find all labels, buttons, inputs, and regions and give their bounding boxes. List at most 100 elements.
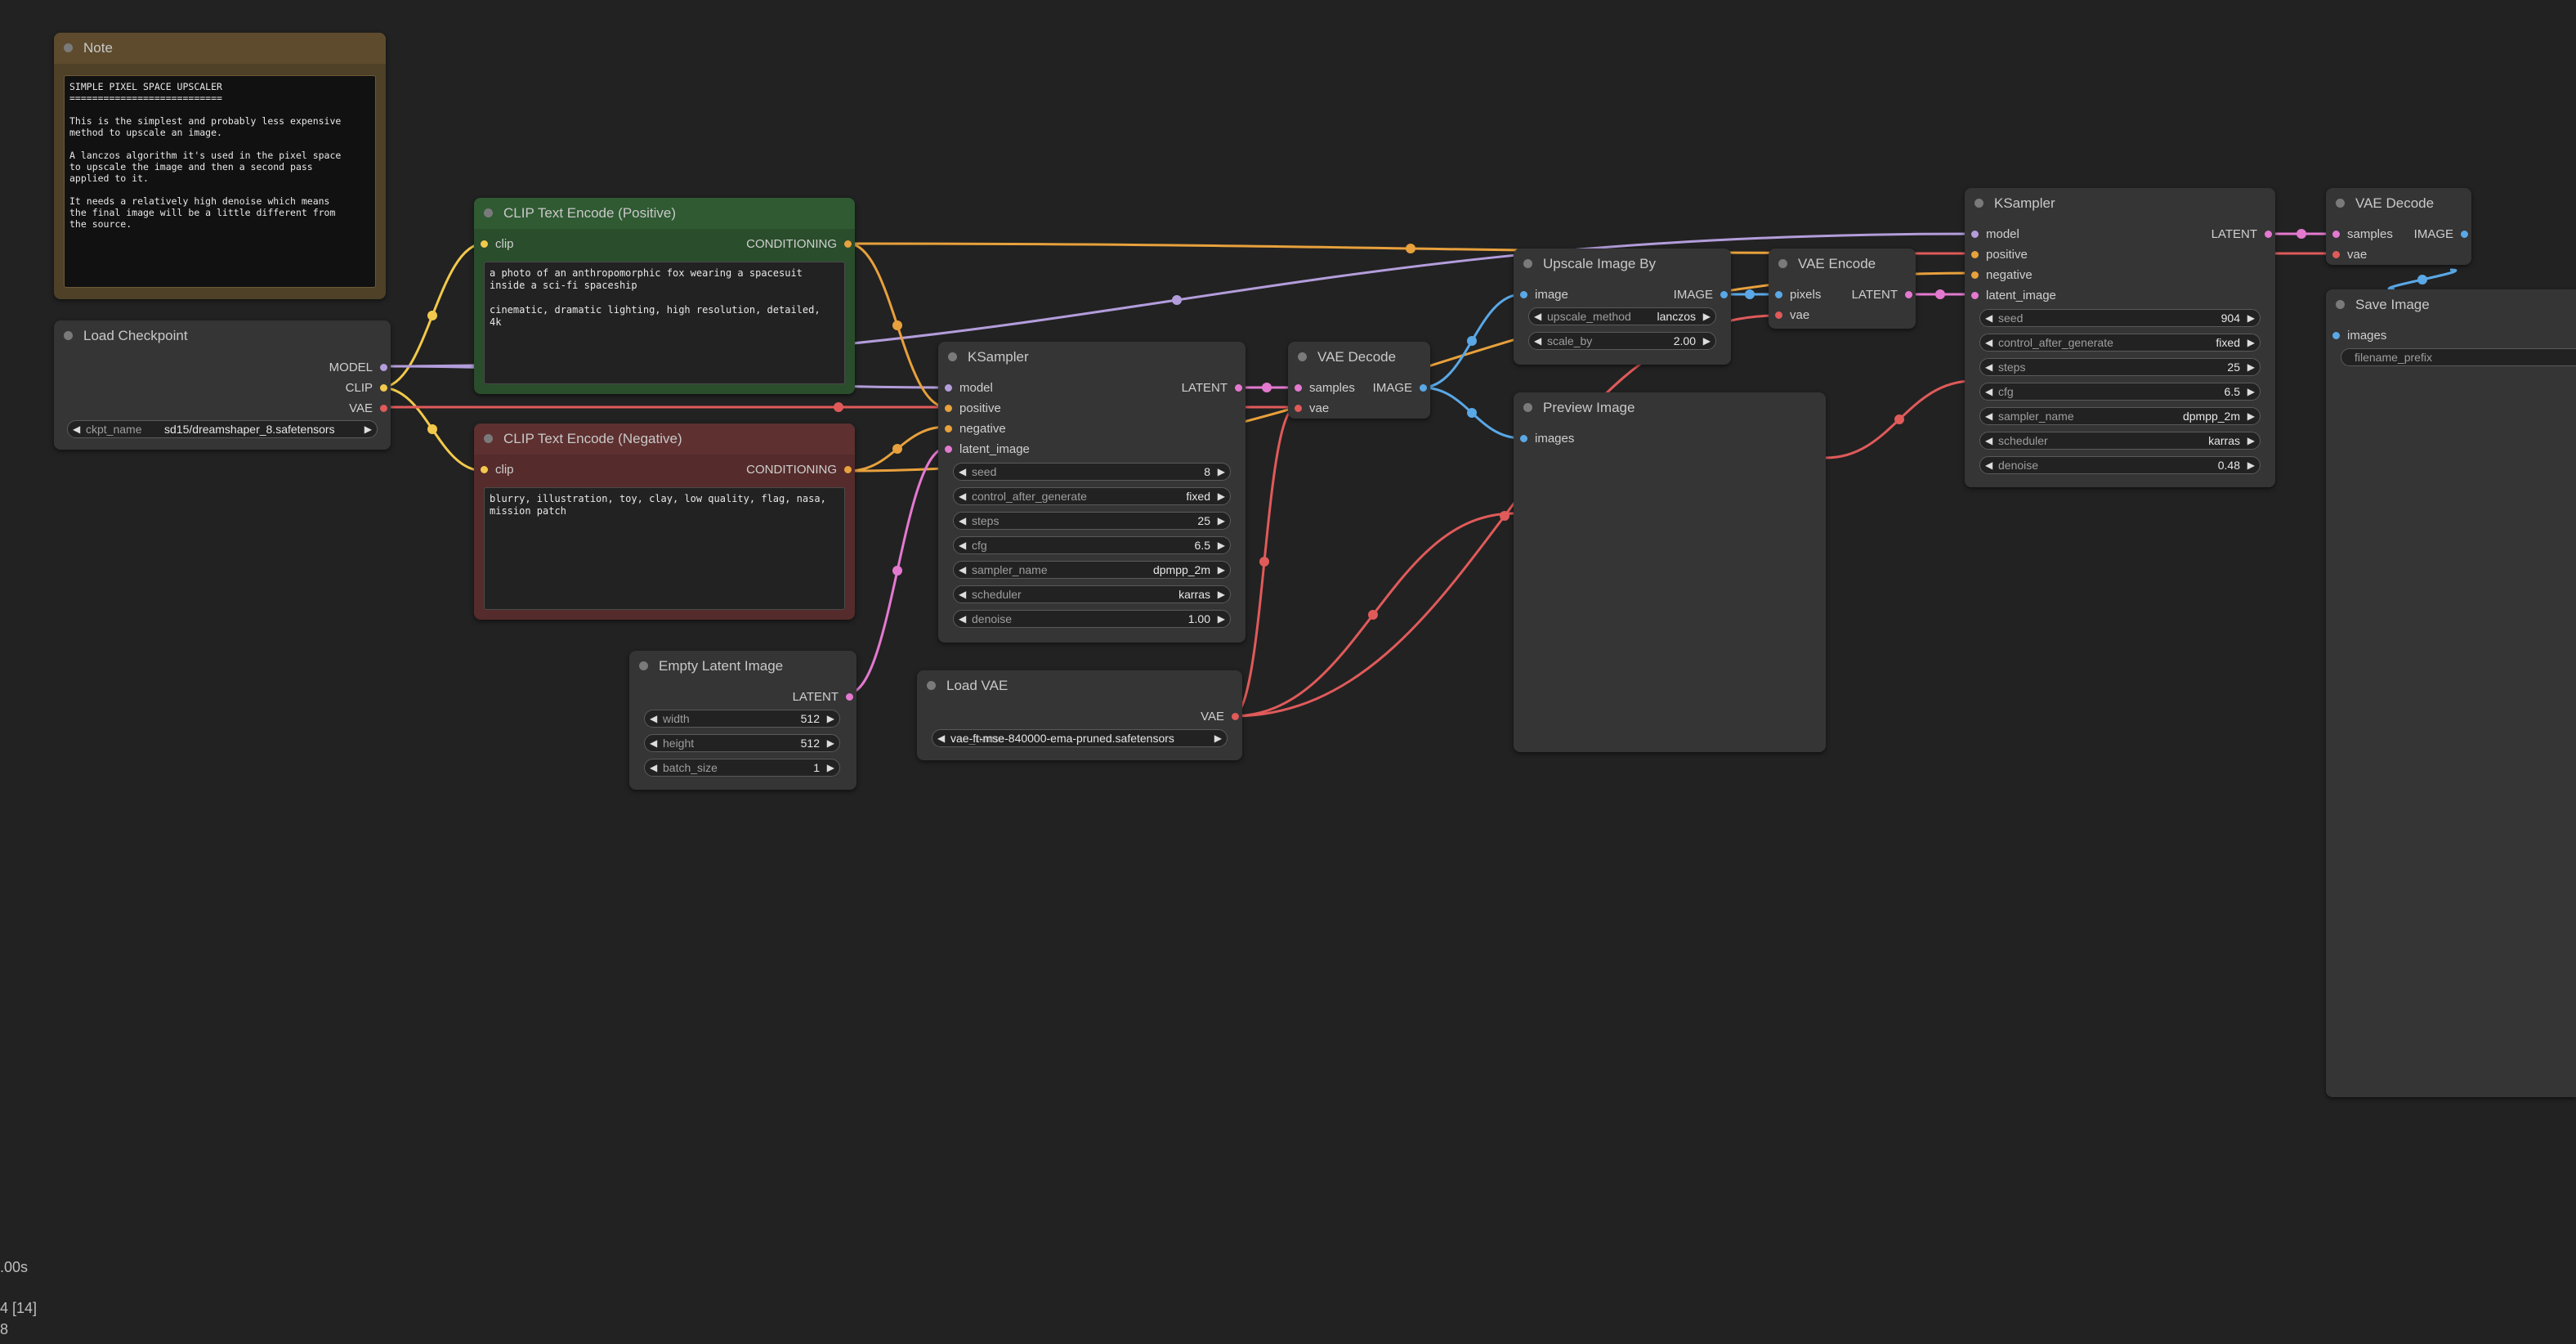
- arrow-left-icon[interactable]: ◀: [959, 515, 967, 526]
- wire-midpoint-icon[interactable]: [427, 424, 437, 434]
- image-socket-icon[interactable]: [1775, 291, 1782, 298]
- collapse-dot-icon[interactable]: [639, 661, 648, 670]
- input-model[interactable]: model: [945, 380, 993, 396]
- note-node[interactable]: Note SIMPLE PIXEL SPACE UPSCALER =======…: [54, 33, 386, 299]
- arrow-right-icon[interactable]: ▶: [1217, 515, 1225, 526]
- wire-midpoint-icon[interactable]: [1894, 414, 1904, 424]
- preview-title-bar[interactable]: Preview Image: [1514, 392, 1826, 423]
- latent-socket-icon[interactable]: [2265, 231, 2272, 238]
- conditioning-socket-icon[interactable]: [945, 405, 952, 412]
- clip-socket-icon[interactable]: [481, 466, 488, 473]
- arrow-right-icon[interactable]: ▶: [2247, 435, 2255, 446]
- wire-midpoint-icon[interactable]: [834, 402, 843, 412]
- prompt-textarea[interactable]: a photo of an anthropomorphic fox wearin…: [484, 262, 845, 384]
- output-model[interactable]: MODEL: [329, 360, 387, 376]
- arrow-left-icon[interactable]: ◀: [73, 423, 81, 435]
- collapse-dot-icon[interactable]: [2336, 199, 2345, 208]
- arrow-left-icon[interactable]: ◀: [959, 540, 967, 551]
- model-socket-icon[interactable]: [1971, 231, 1979, 238]
- arrow-right-icon[interactable]: ▶: [826, 737, 834, 749]
- input-vae[interactable]: vae: [2332, 247, 2367, 263]
- latent-socket-icon[interactable]: [2332, 231, 2340, 238]
- preview-image-node[interactable]: Preview Image images: [1514, 392, 1826, 752]
- image-socket-icon[interactable]: [2461, 231, 2468, 238]
- arrow-left-icon[interactable]: ◀: [1985, 337, 1993, 348]
- arrow-left-icon[interactable]: ◀: [1985, 410, 1993, 422]
- output-image[interactable]: IMAGE: [1373, 380, 1427, 396]
- conditioning-socket-icon[interactable]: [844, 466, 852, 473]
- wire-midpoint-icon[interactable]: [892, 566, 902, 576]
- input-negative[interactable]: negative: [1971, 267, 2033, 284]
- input-samples[interactable]: samples: [2332, 226, 2393, 243]
- arrow-right-icon[interactable]: ▶: [2247, 337, 2255, 348]
- wire-midpoint-icon[interactable]: [2296, 229, 2306, 239]
- ksampler-title-bar[interactable]: KSampler: [938, 342, 1246, 373]
- arrow-left-icon[interactable]: ◀: [650, 762, 658, 773]
- input-positive[interactable]: positive: [945, 401, 1001, 417]
- collapse-dot-icon[interactable]: [1523, 259, 1532, 268]
- collapse-dot-icon[interactable]: [484, 208, 493, 217]
- ksampler-node-1[interactable]: KSampler model positive negative latent_…: [938, 342, 1246, 643]
- note-title-bar[interactable]: Note: [54, 33, 386, 64]
- arrow-left-icon[interactable]: ◀: [1985, 459, 1993, 471]
- wire-midpoint-icon[interactable]: [892, 444, 902, 454]
- input-images[interactable]: images: [1520, 431, 1574, 447]
- input-vae[interactable]: vae: [1295, 401, 1329, 417]
- vae-decode-title-bar[interactable]: VAE Decode: [1288, 342, 1430, 373]
- arrow-right-icon[interactable]: ▶: [2247, 410, 2255, 422]
- image-socket-icon[interactable]: [1720, 291, 1728, 298]
- arrow-right-icon[interactable]: ▶: [1702, 311, 1711, 322]
- arrow-left-icon[interactable]: ◀: [959, 491, 967, 502]
- arrow-right-icon[interactable]: ▶: [1702, 335, 1711, 347]
- wire-midpoint-icon[interactable]: [1467, 336, 1477, 346]
- input-positive[interactable]: positive: [1971, 247, 2028, 263]
- wire-midpoint-icon[interactable]: [1467, 408, 1477, 418]
- note-text[interactable]: SIMPLE PIXEL SPACE UPSCALER ============…: [64, 75, 376, 288]
- output-latent[interactable]: LATENT: [1852, 287, 1912, 303]
- collapse-dot-icon[interactable]: [484, 434, 493, 443]
- empty-latent-title-bar[interactable]: Empty Latent Image: [629, 651, 856, 682]
- input-latent-image[interactable]: latent_image: [945, 441, 1030, 458]
- vae-socket-icon[interactable]: [1295, 405, 1302, 412]
- output-conditioning[interactable]: CONDITIONING: [746, 462, 852, 478]
- arrow-left-icon[interactable]: ◀: [650, 737, 658, 749]
- collapse-dot-icon[interactable]: [1523, 403, 1532, 412]
- wire-midpoint-icon[interactable]: [1262, 383, 1272, 392]
- input-clip[interactable]: clip: [481, 236, 514, 253]
- input-pixels[interactable]: pixels: [1775, 287, 1821, 303]
- arrow-left-icon[interactable]: ◀: [959, 564, 967, 576]
- clip-text-encode-negative-node[interactable]: CLIP Text Encode (Negative) clip CONDITI…: [474, 423, 855, 620]
- vae-socket-icon[interactable]: [2332, 251, 2340, 258]
- arrow-right-icon[interactable]: ▶: [1214, 732, 1222, 744]
- arrow-left-icon[interactable]: ◀: [959, 589, 967, 600]
- input-vae[interactable]: vae: [1775, 307, 1809, 324]
- wire-midpoint-icon[interactable]: [2417, 275, 2427, 284]
- input-clip[interactable]: clip: [481, 462, 514, 478]
- wire-midpoint-icon[interactable]: [427, 311, 437, 320]
- arrow-right-icon[interactable]: ▶: [826, 713, 834, 724]
- output-vae[interactable]: VAE: [1201, 709, 1239, 725]
- arrow-left-icon[interactable]: ◀: [650, 713, 658, 724]
- clip-socket-icon[interactable]: [380, 384, 387, 392]
- output-latent[interactable]: LATENT: [1182, 380, 1242, 396]
- arrow-right-icon[interactable]: ▶: [364, 423, 372, 435]
- vae-socket-icon[interactable]: [1232, 713, 1239, 720]
- conditioning-socket-icon[interactable]: [1971, 271, 1979, 279]
- arrow-right-icon[interactable]: ▶: [1217, 491, 1225, 502]
- arrow-left-icon[interactable]: ◀: [1985, 361, 1993, 373]
